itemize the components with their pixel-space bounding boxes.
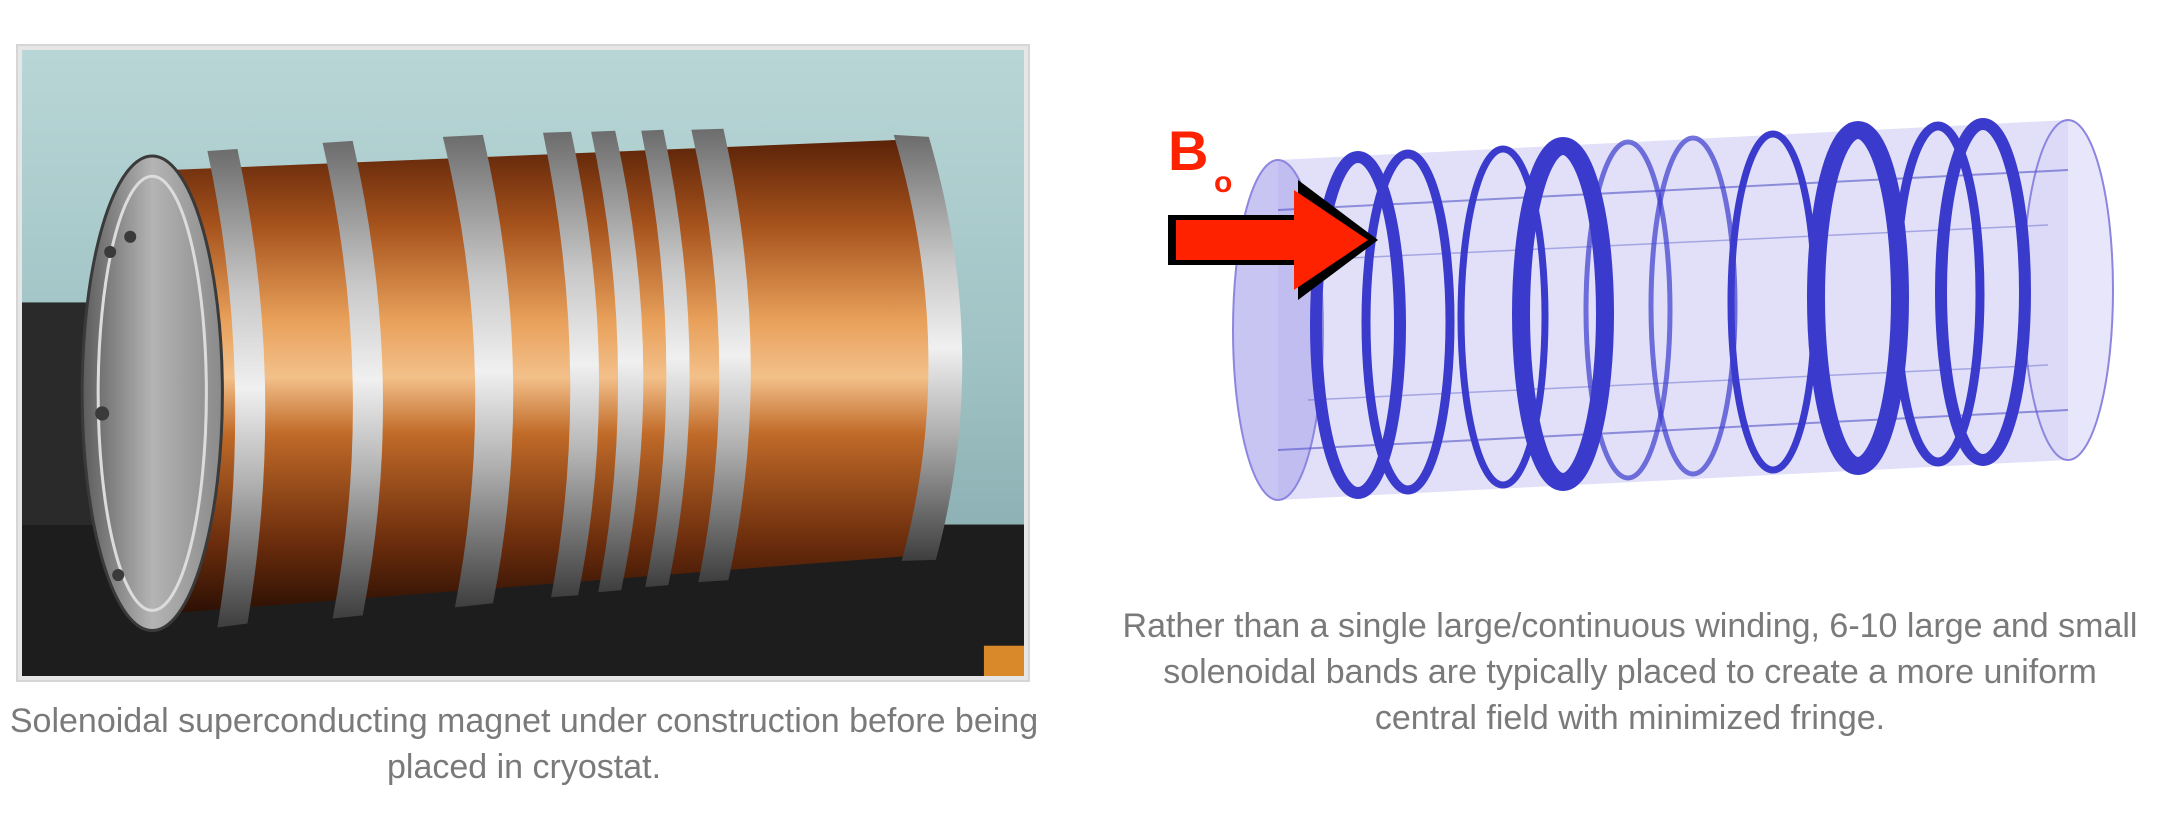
magnet-photo-caption: Solenoidal superconducting magnet under …: [9, 702, 1039, 786]
solenoid-diagram: B o: [1168, 60, 2148, 600]
solenoid-bands-schematic: B o: [1168, 118, 2114, 501]
field-label: B: [1168, 119, 1208, 182]
magnet-photo: [16, 44, 1030, 682]
magnet-photo-illustration: [22, 50, 1024, 676]
field-label-subscript: o: [1214, 166, 1232, 199]
solenoid-diagram-caption: Rather than a single large/continuous wi…: [1122, 607, 2138, 737]
